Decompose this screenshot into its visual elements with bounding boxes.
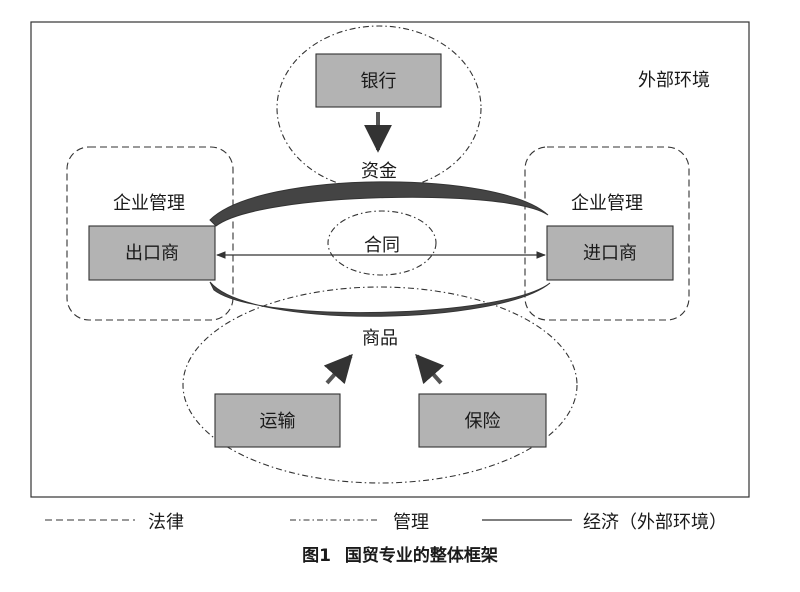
figure-title: 国贸专业的整体框架 bbox=[344, 546, 498, 566]
importer-law-frame bbox=[524, 146, 690, 321]
transport-box bbox=[214, 393, 341, 448]
importer-management-label: 企业管理 bbox=[571, 193, 643, 214]
exporter-box bbox=[88, 225, 216, 281]
bank-box bbox=[315, 53, 442, 108]
exporter-law-frame bbox=[66, 146, 234, 321]
legend-management-text: 管理 bbox=[393, 512, 429, 533]
goods-label: 商品 bbox=[362, 328, 398, 349]
insurance-box bbox=[418, 393, 547, 448]
importer-label: 进口商 bbox=[583, 243, 637, 264]
legend-economy-text: 经济（外部环境） bbox=[583, 512, 727, 533]
insurance-goods-arrow bbox=[415, 353, 445, 385]
transport-goods-arrow bbox=[323, 353, 353, 385]
figure-caption: 图1 国贸专业的整体框架 bbox=[0, 541, 800, 566]
transport-label: 运输 bbox=[259, 411, 296, 432]
legend-law-text: 法律 bbox=[148, 512, 184, 533]
bank-label: 银行 bbox=[360, 71, 397, 92]
funds-label: 资金 bbox=[361, 161, 397, 182]
economy-lower-curve bbox=[209, 281, 551, 317]
figure-number: 图1 bbox=[302, 546, 331, 566]
insurance-label: 保险 bbox=[464, 411, 501, 432]
outer-environment-frame bbox=[30, 21, 750, 498]
exporter-label: 出口商 bbox=[125, 243, 179, 264]
goods-management-ellipse bbox=[182, 286, 578, 484]
exporter-management-label: 企业管理 bbox=[113, 193, 185, 214]
economy-upper-curve bbox=[209, 181, 549, 227]
contract-ellipse bbox=[327, 210, 437, 276]
contract-label: 合同 bbox=[364, 235, 400, 256]
importer-box bbox=[546, 225, 674, 281]
outer-environment-label: 外部环境 bbox=[638, 70, 710, 91]
